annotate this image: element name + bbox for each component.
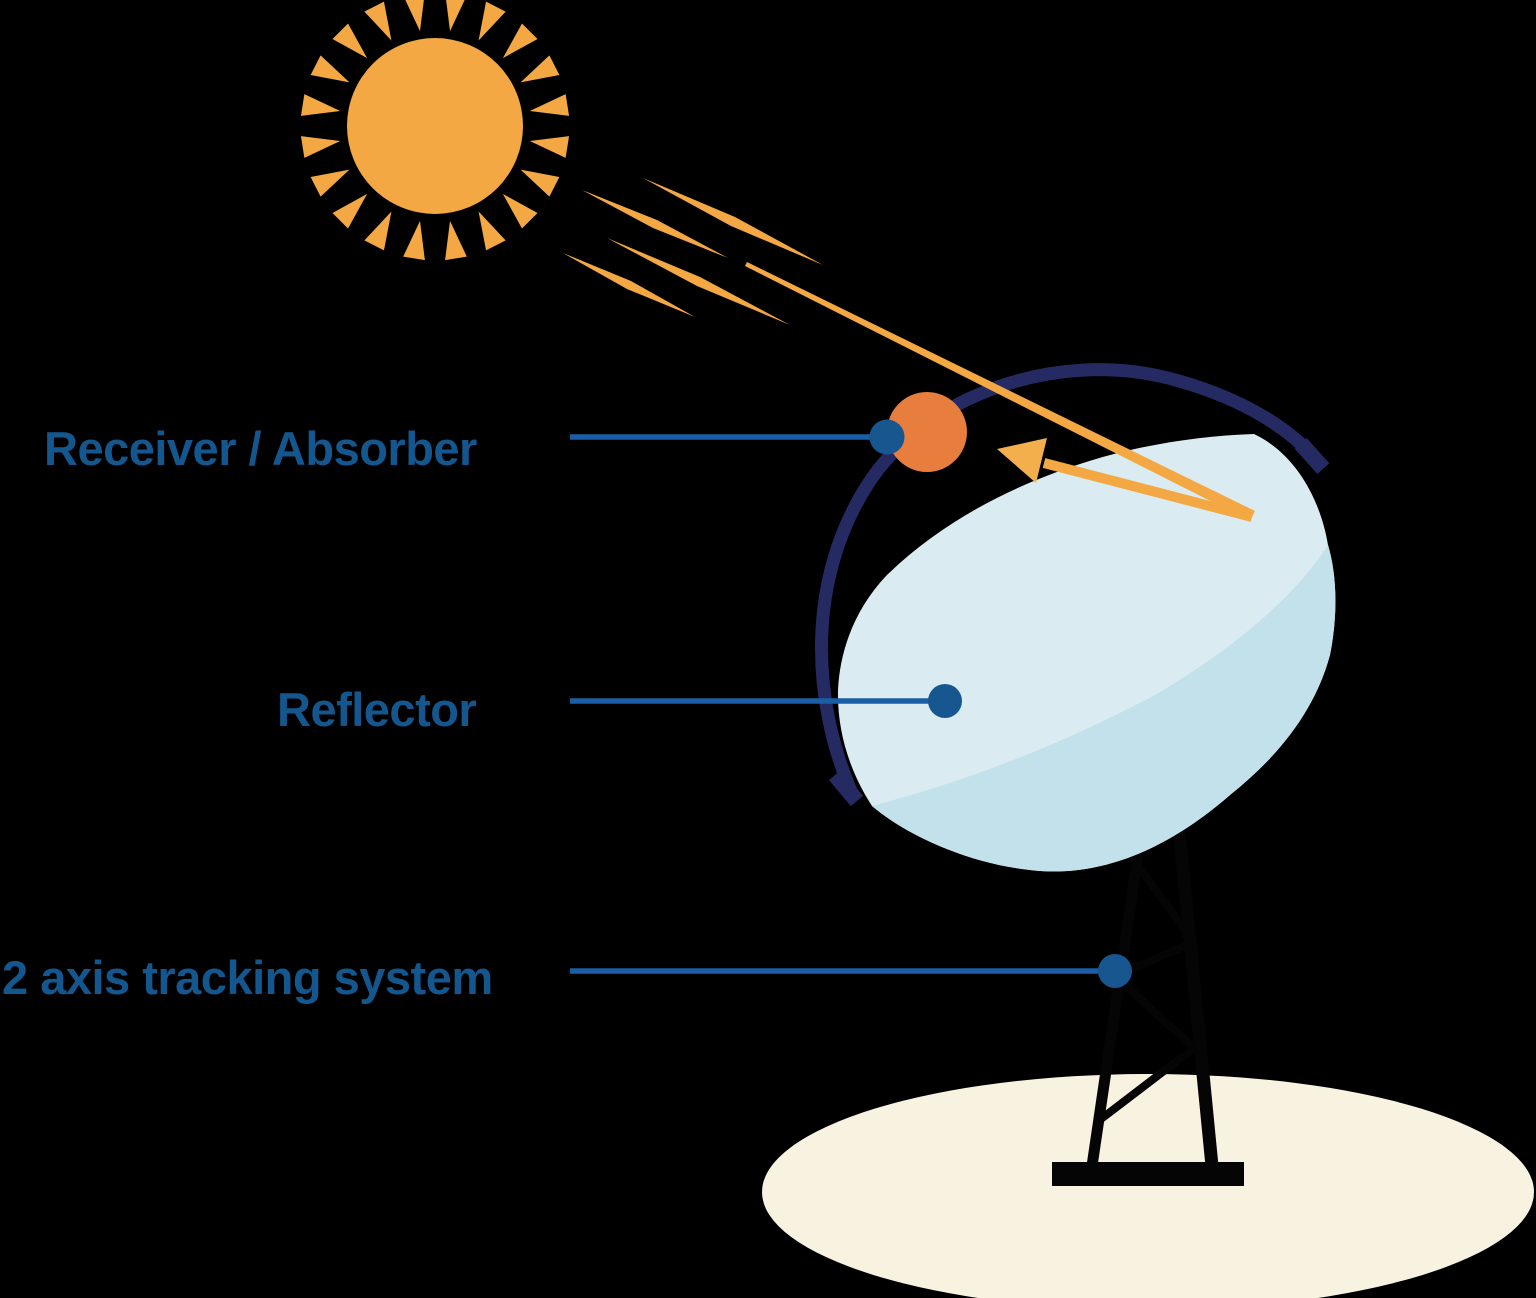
reflector-label-dot	[928, 684, 962, 718]
label-dots	[869, 419, 1132, 988]
sunbeam-streak	[563, 253, 695, 317]
tracking-system-label: 2 axis tracking system	[2, 951, 493, 1004]
ring-ticks	[828, 438, 1330, 807]
sun-ray	[478, 211, 506, 251]
sunbeam-streak	[643, 178, 823, 265]
sun-ray	[300, 94, 341, 116]
receiver-sphere	[887, 392, 967, 472]
sun-ray	[445, 220, 467, 261]
sun-ray	[364, 211, 392, 251]
sun-ray	[445, 0, 467, 32]
receiver-label-dot	[869, 419, 905, 455]
sun-rays	[300, 0, 570, 261]
sun-ray	[529, 136, 570, 158]
sun-ray	[529, 94, 570, 116]
tower-brace-1	[1127, 853, 1198, 945]
ground-shadow	[762, 1074, 1534, 1298]
tower-brace-3	[1123, 983, 1197, 1051]
sun-ray	[478, 1, 506, 41]
sun-ray	[300, 136, 341, 158]
sun-ray	[403, 0, 425, 32]
tower-right-leg	[1169, 797, 1219, 1167]
tower-brace-4	[1098, 1044, 1197, 1123]
sun-ray	[332, 23, 368, 59]
tracking-label-dot	[1098, 954, 1132, 988]
sun-ray	[310, 55, 350, 83]
reflected-ray-arrowhead-icon	[997, 438, 1047, 483]
ring-tick-bottom	[828, 769, 864, 807]
sun-ray	[332, 193, 368, 229]
sun-core	[347, 38, 523, 214]
sun-icon	[300, 0, 570, 261]
sun-ray	[520, 169, 560, 197]
sun-ray	[364, 1, 392, 41]
receiver-absorber-label: Receiver / Absorber	[44, 422, 477, 475]
sunbeam-streak	[582, 190, 728, 258]
label-lines	[570, 434, 1115, 974]
sun-ray	[310, 169, 350, 197]
dish-rim-shade	[872, 545, 1336, 872]
tower-base	[1052, 1162, 1244, 1186]
sunbeam-streak	[607, 238, 790, 325]
sun-ray	[520, 55, 560, 83]
sunbeam-streaks	[563, 178, 823, 325]
ring-tick-top	[1294, 438, 1330, 474]
reflected-ray	[1042, 458, 1254, 522]
reflector-dish	[837, 434, 1336, 872]
incident-ray	[745, 262, 1255, 521]
sun-ray	[502, 23, 538, 59]
sun-ray	[502, 193, 538, 229]
sun-ray	[403, 220, 425, 261]
reflector-label: Reflector	[277, 683, 477, 736]
